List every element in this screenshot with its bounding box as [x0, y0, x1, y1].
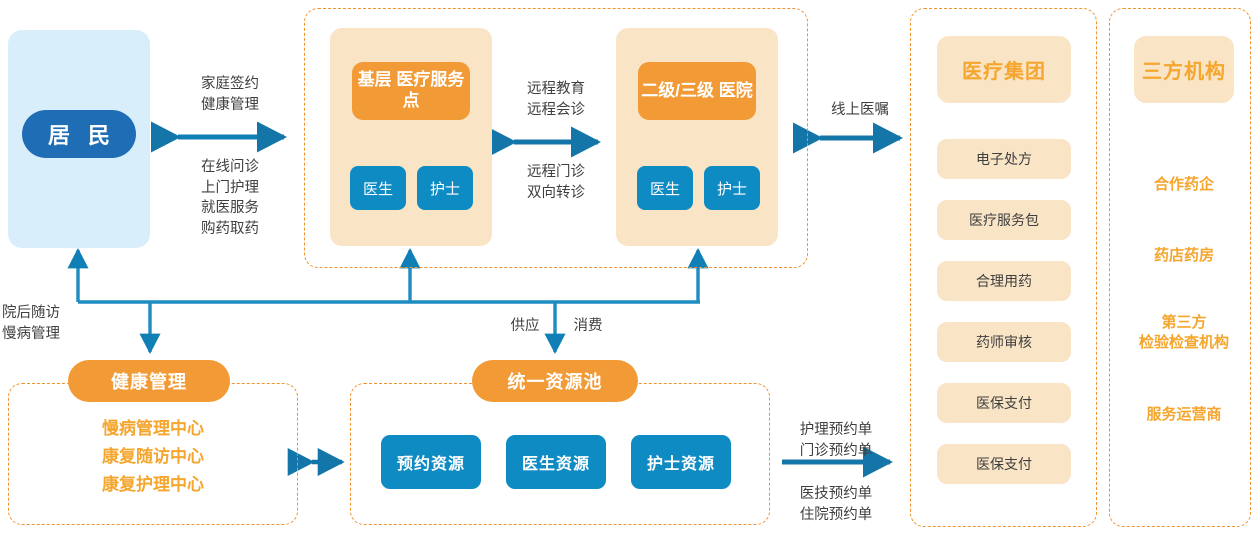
primary-clinic-title: 基层 医疗服务点: [352, 62, 470, 120]
third-item-drugstore[interactable]: 药店药房: [1153, 247, 1214, 264]
primary-clinic-card: [330, 28, 492, 246]
health-management-items: 慢病管理中心 康复随访中心 康复护理中心: [102, 419, 204, 495]
resource-pool-header: 统一资源池: [472, 360, 638, 402]
group-item-insurance-payment-1[interactable]: 医保支付: [937, 383, 1071, 423]
hospital-doctor-chip[interactable]: 医生: [637, 166, 693, 210]
medical-group-header: 医疗集团: [937, 36, 1071, 103]
order-link-top-label: 护理预约单 门诊预约单: [799, 422, 873, 459]
resource-doctor-chip[interactable]: 医生资源: [506, 435, 606, 489]
hospital-title: 二级/三级 医院: [638, 62, 756, 120]
resident-link-bottom-label: 在线问诊 上门护理 就医服务 购药取药: [201, 159, 259, 237]
group-item-rational-drug-use[interactable]: 合理用药: [937, 261, 1071, 301]
followup-label: 院后随访 慢病管理: [2, 305, 60, 342]
group-item-pharmacist-review[interactable]: 药师审核: [937, 322, 1071, 362]
online-order-label: 线上医嘱: [831, 102, 889, 118]
clinic-hospital-link-top-label: 远程教育 远程会诊: [527, 81, 585, 118]
third-party-panel: [1109, 8, 1251, 527]
clinic-hospital-link-bottom-label: 远程门诊 双向转诊: [527, 164, 585, 201]
resident-badge[interactable]: 居 民: [22, 110, 136, 158]
third-item-service-operator[interactable]: 服务运营商: [1146, 406, 1222, 423]
clinic-nurse-chip[interactable]: 护士: [417, 166, 473, 210]
health-management-header: 健康管理: [68, 360, 230, 402]
supply-label: 供应: [510, 318, 540, 334]
consume-label: 消费: [573, 318, 603, 334]
group-item-e-prescription[interactable]: 电子处方: [937, 139, 1071, 179]
third-item-pharma-partner[interactable]: 合作药企: [1153, 176, 1214, 193]
third-item-testing-agency[interactable]: 第三方 检验检查机构: [1138, 314, 1229, 351]
third-party-header: 三方机构: [1134, 36, 1234, 103]
order-link-bottom-label: 医技预约单 住院预约单: [799, 486, 873, 523]
care-institutions-group: [304, 8, 808, 268]
group-item-service-package[interactable]: 医疗服务包: [937, 200, 1071, 240]
hospital-nurse-chip[interactable]: 护士: [704, 166, 760, 210]
medical-group-panel: [910, 8, 1097, 527]
group-item-insurance-payment-2[interactable]: 医保支付: [937, 444, 1071, 484]
resident-link-top-label: 家庭签约 健康管理: [201, 76, 259, 113]
resource-appointment-chip[interactable]: 预约资源: [381, 435, 481, 489]
hospital-card: [616, 28, 778, 246]
clinic-doctor-chip[interactable]: 医生: [350, 166, 406, 210]
resource-nurse-chip[interactable]: 护士资源: [631, 435, 731, 489]
